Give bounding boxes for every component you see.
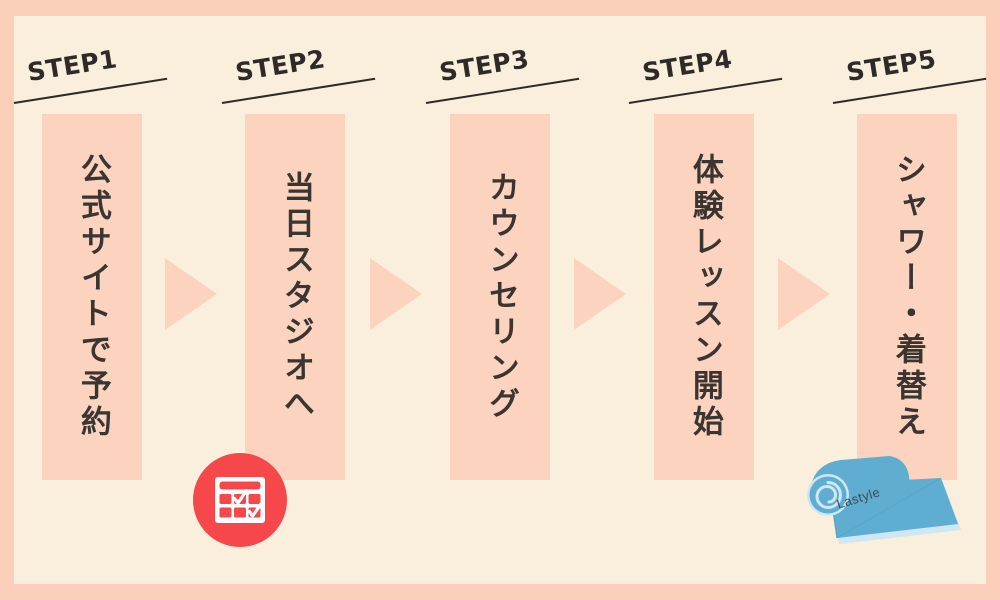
step-column-1-label: 公式サイトで予約: [74, 153, 111, 441]
yoga-mat: Lastyle: [793, 452, 961, 556]
calendar-checklist-badge: [193, 453, 287, 547]
step-column-2-label: 当日スタジオへ: [277, 171, 314, 423]
step-label-4: STEP4: [628, 44, 799, 108]
step-column-1-textwrap: 公式サイトで予約: [42, 114, 142, 480]
arrow-2-to-3: [370, 258, 422, 330]
step-label-5: STEP5: [832, 44, 1000, 108]
step-column-4-textwrap: 体験レッスン開始: [654, 114, 754, 480]
step-column-3-textwrap: カウンセリング: [450, 114, 550, 480]
step-label-3: STEP3: [425, 44, 596, 108]
arrow-1-to-2: [165, 258, 217, 330]
step-column-3-label: カウンセリング: [482, 171, 519, 423]
arrow-4-to-5: [778, 258, 830, 330]
calendar-checklist-icon: [215, 477, 265, 523]
rolled-yoga-mat-icon: [807, 456, 961, 544]
step-label-2: STEP2: [221, 44, 392, 108]
step-column-1[interactable]: 公式サイトで予約: [42, 114, 142, 480]
arrow-3-to-4: [574, 258, 626, 330]
step-column-2-textwrap: 当日スタジオへ: [245, 114, 345, 480]
step-column-5-textwrap: シャワー・着替え: [857, 114, 957, 480]
step-column-3[interactable]: カウンセリング: [450, 114, 550, 480]
step-column-5[interactable]: シャワー・着替え: [857, 114, 957, 480]
step-column-4-label: 体験レッスン開始: [686, 153, 723, 441]
step-label-1: STEP1: [13, 44, 184, 108]
step-column-4[interactable]: 体験レッスン開始: [654, 114, 754, 480]
step-column-2[interactable]: 当日スタジオへ: [245, 114, 345, 480]
step-column-5-label: シャワー・着替え: [889, 153, 926, 441]
